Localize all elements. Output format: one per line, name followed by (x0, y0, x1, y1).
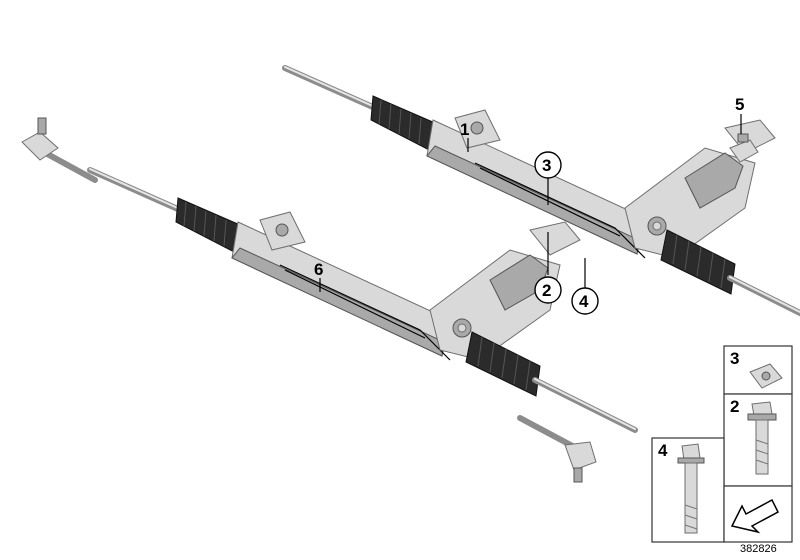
clip-nut (749, 363, 783, 389)
callout-2: 2 (542, 281, 551, 300)
callout-1: 1 (460, 120, 469, 139)
callout-circle-3 (534, 151, 562, 179)
panel-label-3: 3 (730, 349, 739, 368)
callout-6: 6 (314, 260, 323, 279)
tie-rod-end-right (517, 415, 597, 483)
panel-label-2: 2 (730, 397, 739, 416)
callout-circle-4 (571, 287, 599, 315)
sensor-part (729, 133, 759, 163)
arrow-icon (730, 498, 779, 534)
hex-bolt (677, 443, 705, 534)
tie-rod-end-left (21, 117, 98, 183)
diagram-number: 382826 (740, 543, 777, 555)
flange-screw (747, 401, 777, 475)
callout-circle-2 (534, 276, 562, 304)
panel-label-4: 4 (658, 441, 668, 460)
callout-5: 5 (735, 95, 744, 114)
callout-4: 4 (579, 292, 589, 311)
callout-3: 3 (542, 156, 551, 175)
